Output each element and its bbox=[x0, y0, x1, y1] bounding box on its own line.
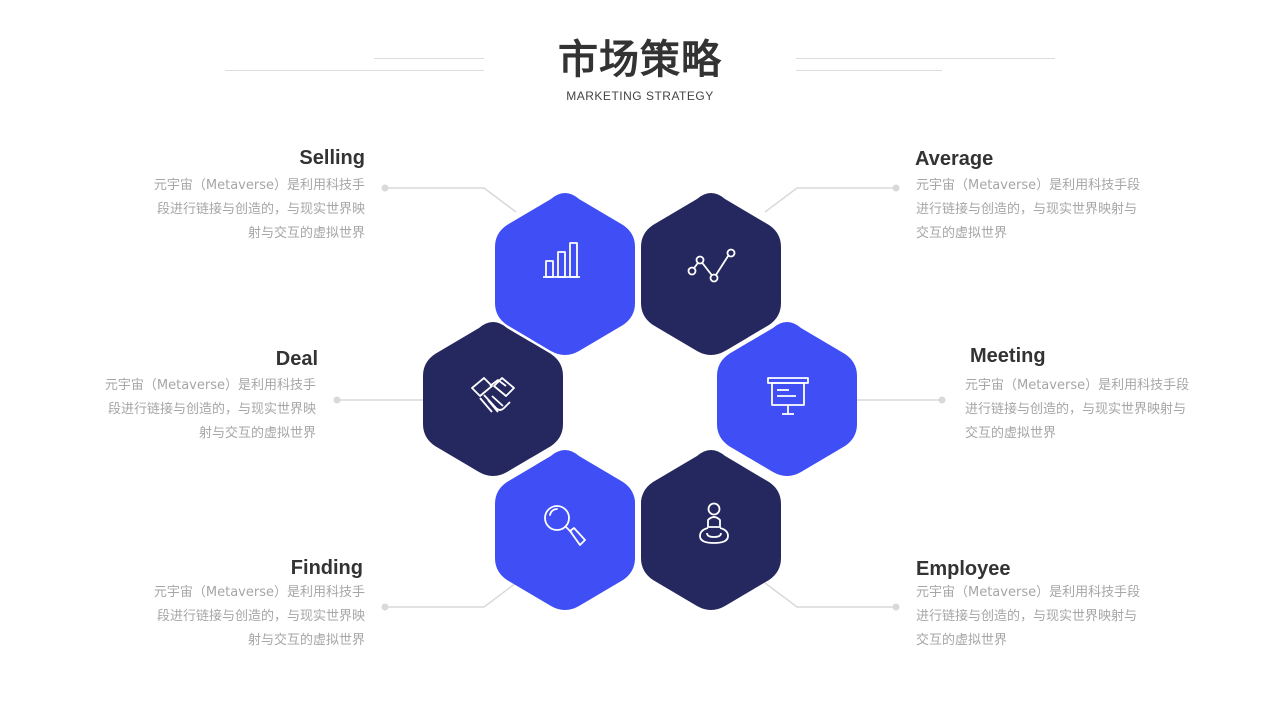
connector-selling bbox=[385, 187, 517, 213]
connector-dot-deal bbox=[333, 396, 341, 404]
desc-line: 元宇宙（Metaverse）是利用科技手 bbox=[153, 178, 365, 193]
connector-dot-meeting bbox=[938, 396, 946, 404]
item-desc-finding: 元宇宙（Metaverse）是利用科技手 段进行链接与创造的，与现实世界映 射与… bbox=[125, 581, 365, 653]
item-title-deal: Deal bbox=[275, 348, 318, 370]
connector-dot-finding bbox=[381, 603, 389, 611]
header-line-left-top bbox=[374, 58, 484, 59]
connector-finding bbox=[385, 582, 517, 608]
connector-dot-employee bbox=[892, 603, 900, 611]
connector-lines bbox=[333, 184, 946, 611]
header-line-right-top bbox=[796, 58, 1055, 59]
presentation-board-icon bbox=[767, 377, 809, 415]
item-title-meeting: Meeting bbox=[970, 345, 1046, 367]
handshake-icon bbox=[471, 377, 515, 413]
line-chart-icon bbox=[687, 248, 736, 283]
desc-line: 元宇宙（Metaverse）是利用科技手 bbox=[153, 585, 365, 600]
desc-line: 元宇宙（Metaverse）是利用科技手段 bbox=[965, 378, 1190, 393]
connector-employee bbox=[764, 582, 896, 608]
desc-line: 元宇宙（Metaverse）是利用科技手段 bbox=[916, 585, 1141, 600]
page-subtitle: MARKETING STRATEGY bbox=[566, 89, 714, 103]
header-line-left-bottom bbox=[225, 70, 484, 71]
desc-line: 射与交互的虚拟世界 bbox=[198, 426, 316, 441]
item-title-average: Average bbox=[915, 148, 994, 170]
item-desc-employee: 元宇宙（Metaverse）是利用科技手段 进行链接与创造的，与现实世界映射与 … bbox=[916, 581, 1166, 653]
desc-line: 段进行链接与创造的，与现实世界映 bbox=[156, 609, 365, 624]
item-title-employee: Employee bbox=[916, 558, 1011, 580]
desc-line: 元宇宙（Metaverse）是利用科技手段 bbox=[916, 178, 1141, 193]
magnifier-icon bbox=[544, 505, 586, 546]
item-title-finding: Finding bbox=[290, 557, 363, 579]
item-desc-deal: 元宇宙（Metaverse）是利用科技手 段进行链接与创造的，与现实世界映 射与… bbox=[76, 374, 316, 446]
page-title: 市场策略 bbox=[558, 37, 722, 83]
connector-average bbox=[764, 187, 896, 213]
desc-line: 元宇宙（Metaverse）是利用科技手 bbox=[104, 378, 316, 393]
desc-line: 交互的虚拟世界 bbox=[916, 633, 1008, 648]
bar-chart-icon bbox=[543, 242, 580, 278]
desc-line: 进行链接与创造的，与现实世界映射与 bbox=[916, 202, 1138, 217]
desc-line: 交互的虚拟世界 bbox=[916, 226, 1008, 241]
hexagon-employee bbox=[641, 450, 781, 610]
header-line-right-bottom bbox=[796, 70, 942, 71]
item-title-selling: Selling bbox=[299, 147, 365, 169]
item-desc-selling: 元宇宙（Metaverse）是利用科技手 段进行链接与创造的，与现实世界映 射与… bbox=[125, 174, 365, 246]
desc-line: 段进行链接与创造的，与现实世界映 bbox=[107, 402, 316, 417]
desc-line: 进行链接与创造的，与现实世界映射与 bbox=[965, 402, 1187, 417]
desc-line: 射与交互的虚拟世界 bbox=[247, 226, 365, 241]
item-desc-average: 元宇宙（Metaverse）是利用科技手段 进行链接与创造的，与现实世界映射与 … bbox=[916, 174, 1166, 246]
desc-line: 进行链接与创造的，与现实世界映射与 bbox=[916, 609, 1138, 624]
connector-dot-average bbox=[892, 184, 900, 192]
desc-line: 段进行链接与创造的，与现实世界映 bbox=[156, 202, 365, 217]
desc-line: 交互的虚拟世界 bbox=[965, 426, 1057, 441]
hexagon-meeting bbox=[717, 322, 857, 476]
desc-line: 射与交互的虚拟世界 bbox=[247, 633, 365, 648]
person-pin-icon bbox=[699, 502, 729, 544]
connector-dot-selling bbox=[381, 184, 389, 192]
item-desc-meeting: 元宇宙（Metaverse）是利用科技手段 进行链接与创造的，与现实世界映射与 … bbox=[965, 374, 1215, 446]
